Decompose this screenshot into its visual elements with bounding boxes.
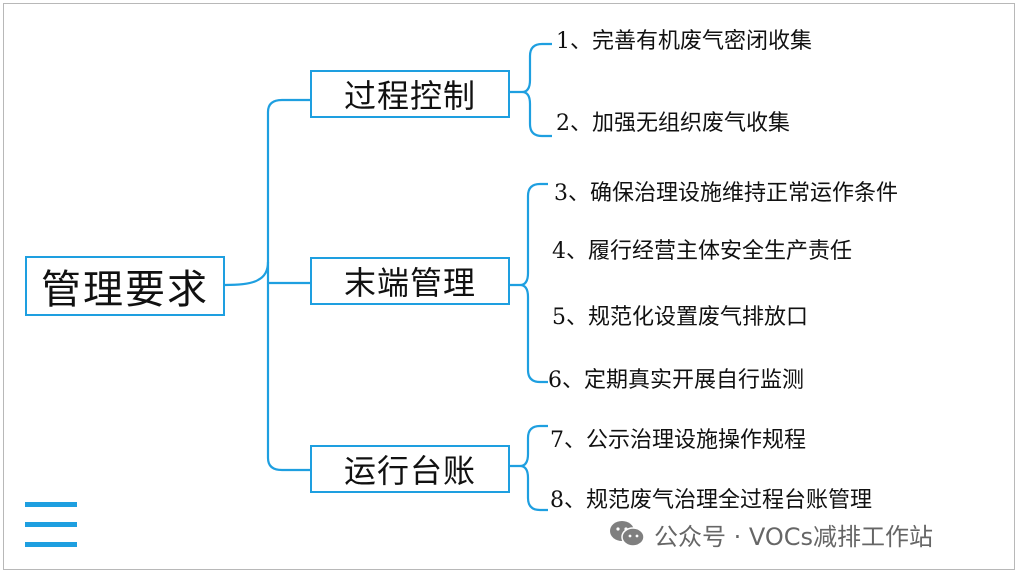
leaf-item-6: 6、定期真实开展自行监测 <box>548 368 804 393</box>
leaf-item-1: 1、完善有机废气密闭收集 <box>556 29 812 54</box>
watermark-text: 公众号 · VOCs减排工作站 <box>654 522 934 551</box>
leaf-item-7: 7、公示治理设施操作规程 <box>550 428 806 453</box>
branch-end-management: 末端管理 <box>310 257 510 305</box>
leaf-item-4: 4、履行经营主体安全生产责任 <box>552 239 852 264</box>
leaf-item-3: 3、确保治理设施维持正常运作条件 <box>554 181 898 206</box>
bracket-branch-3 <box>510 424 548 512</box>
branch-operation-ledger: 运行台账 <box>310 445 510 493</box>
bracket-branch-1 <box>510 42 552 138</box>
root-node: 管理要求 <box>25 256 225 316</box>
leaf-item-8: 8、规范废气治理全过程台账管理 <box>550 488 872 513</box>
leaf-item-5: 5、规范化设置废气排放口 <box>552 305 808 330</box>
branch-process-control: 过程控制 <box>310 70 510 118</box>
connector-root-lower <box>266 262 310 472</box>
bracket-branch-2 <box>510 182 548 384</box>
menu-icon <box>25 500 77 550</box>
connector-root-right <box>224 261 270 287</box>
wechat-icon <box>610 521 645 547</box>
watermark: 公众号 · VOCs减排工作站 <box>608 516 933 552</box>
connector-root-trunk <box>266 98 310 262</box>
leaf-item-2: 2、加强无组织废气收集 <box>556 111 790 136</box>
slide-frame <box>3 3 1015 570</box>
